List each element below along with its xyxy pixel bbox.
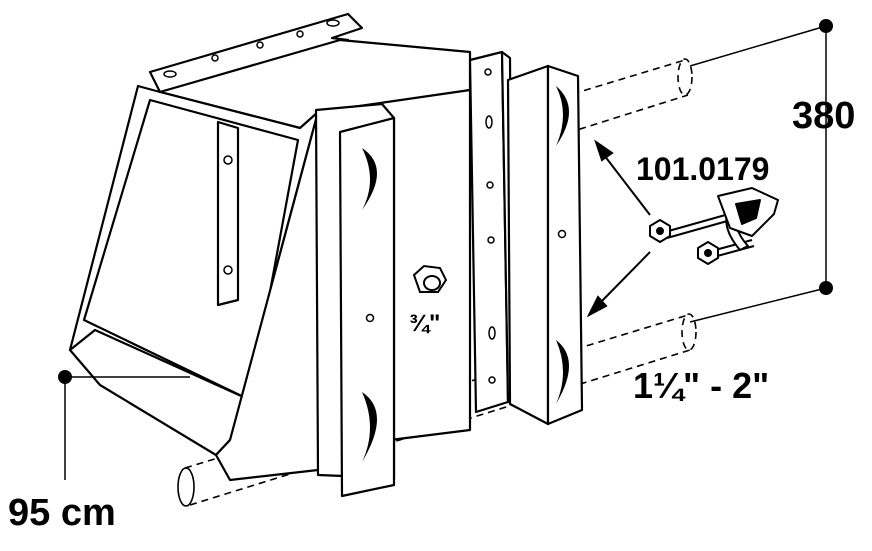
left-bracket bbox=[314, 102, 396, 498]
height-dimension-label: 380 bbox=[792, 95, 855, 137]
center-plate-holes bbox=[484, 68, 496, 384]
hopper-body bbox=[68, 12, 472, 482]
hex-nut-icon bbox=[412, 264, 448, 293]
width-dimension-label: 95 cm bbox=[8, 492, 116, 534]
bolt-size-label: ¾" bbox=[409, 310, 440, 337]
part-number-label: 101.0179 bbox=[636, 151, 769, 187]
dimension-endpoints bbox=[58, 19, 833, 384]
center-plate bbox=[468, 50, 514, 414]
width-dimension-lines bbox=[64, 376, 190, 480]
inner-wall-bolts bbox=[223, 155, 233, 275]
pipe-range-label: 1¼" - 2" bbox=[633, 365, 769, 406]
right-bracket-clamps bbox=[556, 86, 569, 404]
right-bracket bbox=[506, 64, 584, 426]
u-bolt-clamp-icon bbox=[649, 187, 779, 265]
pointer-arrows bbox=[586, 139, 651, 318]
flange-holes bbox=[163, 19, 340, 78]
left-bracket-clamps bbox=[362, 148, 377, 462]
left-bracket-hole bbox=[365, 313, 375, 323]
right-bracket-hole bbox=[557, 229, 567, 239]
height-dimension-lines bbox=[689, 25, 827, 323]
